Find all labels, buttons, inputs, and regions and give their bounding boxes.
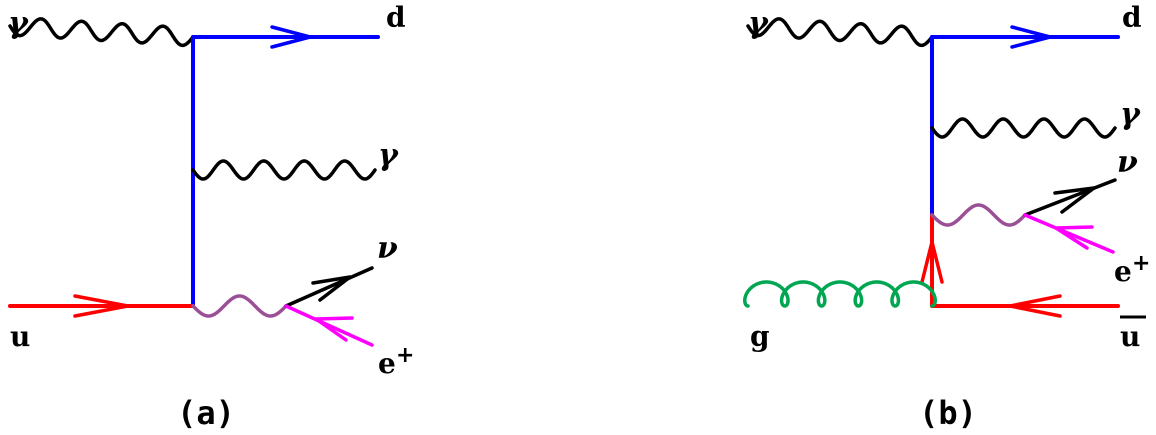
b-positron-line (1023, 213, 1115, 254)
a-neutrino-arrow (311, 275, 352, 302)
b-positron-arrow (1054, 225, 1094, 250)
b-label-positron: e (1114, 255, 1132, 288)
a-label-neutrino: ν (377, 231, 398, 266)
a-w-boson-line (191, 294, 288, 318)
a-outgoing-photon-line (191, 159, 377, 181)
a-label-photon-in: γ (8, 6, 29, 41)
a-positron-line (284, 304, 374, 347)
a-label-quark-out: d (386, 1, 406, 34)
b-antiquark-arrow (1008, 294, 1062, 318)
b-label-neutrino: ν (1117, 145, 1138, 180)
a-neutrino-line (284, 266, 374, 308)
b-w-boson-line (930, 203, 1027, 227)
a-label-positron: e (378, 347, 396, 380)
b-outgoing-photon-line (930, 117, 1117, 139)
b-internal-quark-arrow (920, 240, 944, 284)
b-label-antiquark: u (1120, 320, 1140, 353)
a-label-positron-charge: + (396, 343, 414, 368)
b-label-positron-charge: + (1132, 251, 1150, 276)
a-caption: (a) (177, 394, 235, 432)
b-caption: (b) (919, 394, 977, 432)
a-label-photon-out: γ (378, 138, 399, 173)
a-incoming-photon-line (8, 17, 195, 48)
b-label-photon-in: γ (748, 6, 769, 41)
a-positron-arrow (314, 316, 354, 342)
diagram-a: γ d γ ν u e + (a) (8, 1, 414, 432)
a-d-quark-arrow (270, 25, 312, 49)
a-u-quark-arrow (73, 294, 130, 318)
a-label-quark-in: u (10, 320, 30, 353)
b-neutrino-line (1023, 178, 1117, 217)
b-label-gluon: g (750, 320, 770, 353)
b-label-photon-out: γ (1120, 97, 1141, 132)
b-neutrino-arrow (1053, 186, 1096, 214)
diagram-b: γ d γ ν e + g u (b) (743, 1, 1150, 432)
b-gluon-line (743, 280, 937, 308)
b-label-quark-out: d (1122, 1, 1142, 34)
b-incoming-photon-line (746, 17, 934, 48)
b-d-quark-arrow (1010, 25, 1052, 49)
